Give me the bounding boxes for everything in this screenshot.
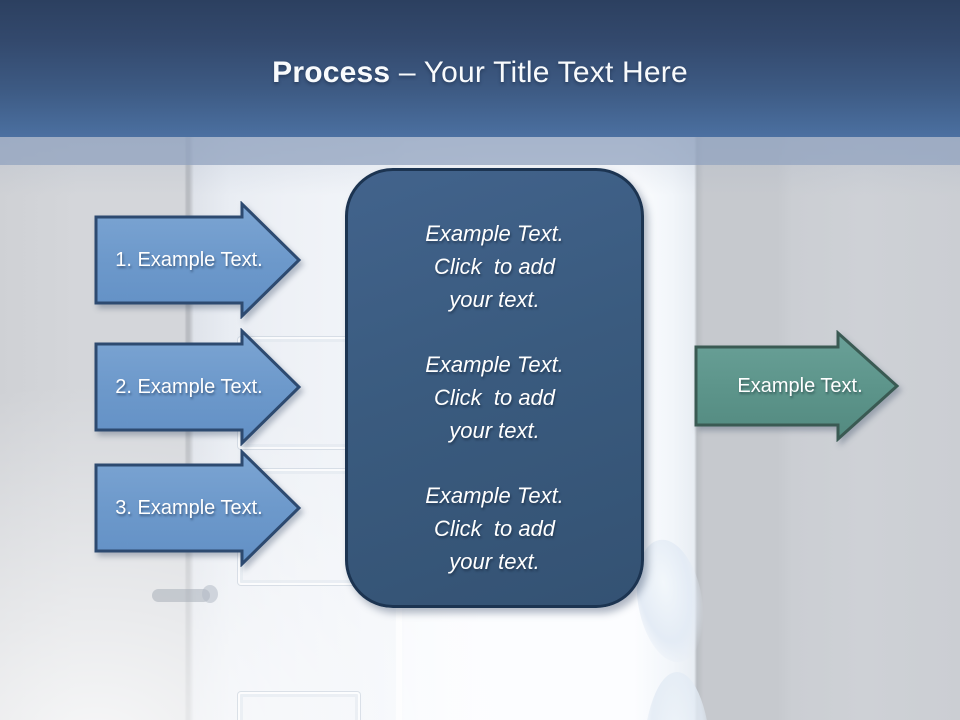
subheader-band — [0, 137, 960, 165]
door-handle — [152, 589, 210, 602]
example-text-block-3[interactable]: Example Text. Click to add your text. — [425, 483, 564, 574]
process-step-2-label: 2. Example Text. — [115, 375, 263, 398]
header-band: Process – Your Title Text Here — [0, 0, 960, 137]
right-arrow-shape — [94, 449, 302, 567]
right-arrow-shape — [94, 201, 302, 319]
example-text-block-1[interactable]: Example Text. Click to add your text. — [425, 221, 564, 312]
process-step-1-label: 1. Example Text. — [115, 248, 263, 271]
door-handle-knob — [202, 585, 218, 603]
slide-title-rest: – Your Title Text Here — [390, 56, 688, 89]
result-arrow-label: Example Text. — [737, 374, 863, 397]
slide-title[interactable]: Process – Your Title Text Here — [10, 52, 950, 94]
process-step-2-arrow[interactable]: 2. Example Text. — [94, 328, 302, 446]
process-step-1-arrow[interactable]: 1. Example Text. — [94, 201, 302, 319]
right-arrow-shape — [694, 330, 900, 442]
slide-title-keyword: Process — [272, 56, 391, 89]
process-step-3-label: 3. Example Text. — [115, 496, 263, 519]
result-arrow[interactable]: Example Text. — [694, 330, 900, 442]
example-text-block-2[interactable]: Example Text. Click to add your text. — [425, 352, 564, 443]
process-step-3-arrow[interactable]: 3. Example Text. — [94, 449, 302, 567]
peeking-figure-body — [643, 672, 711, 720]
door-panel — [238, 692, 360, 720]
right-arrow-shape — [94, 328, 302, 446]
center-text-panel[interactable]: Example Text. Click to add your text. Ex… — [345, 168, 644, 608]
